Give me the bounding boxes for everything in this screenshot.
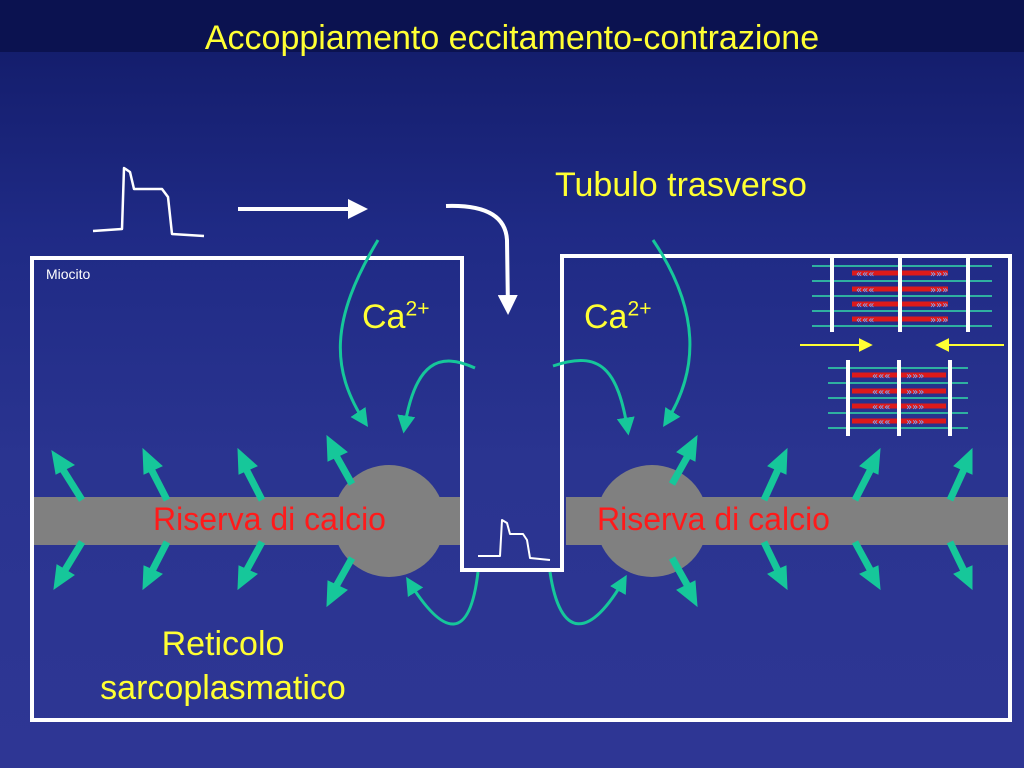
svg-text:«««: ««« bbox=[856, 315, 874, 326]
reticolo-label-line2: sarcoplasmatico bbox=[100, 669, 346, 707]
svg-text:»»»: »»» bbox=[930, 285, 948, 296]
slide-title: Accoppiamento eccitamento-contrazione bbox=[204, 19, 820, 57]
ca-label-right-base: Ca bbox=[584, 298, 628, 336]
ca-arrow-right-down bbox=[651, 239, 692, 428]
ca-arrow-left-down bbox=[338, 239, 380, 427]
ca-label-left-base: Ca bbox=[362, 298, 406, 336]
sarcomere-contracted: ««« ««« ««« ««« »»» »»» »»» »»» bbox=[828, 360, 968, 436]
riserva-label-right: Riserva di calcio bbox=[597, 501, 830, 537]
release-arrows-up bbox=[51, 434, 973, 502]
svg-text:»»»: »»» bbox=[906, 417, 924, 428]
action-potential-icon bbox=[92, 166, 205, 238]
release-arrows-down bbox=[53, 540, 973, 608]
svg-text:«««: ««« bbox=[856, 269, 874, 280]
svg-text:«««: ««« bbox=[872, 402, 890, 413]
tubule-entry-arrow bbox=[445, 203, 518, 315]
svg-text:«««: ««« bbox=[856, 300, 874, 311]
reticolo-label: Reticolo sarcoplasmatico bbox=[80, 622, 366, 710]
svg-text:«««: ««« bbox=[872, 371, 890, 382]
svg-text:»»»: »»» bbox=[906, 402, 924, 413]
svg-text:»»»: »»» bbox=[906, 371, 924, 382]
svg-text:»»»: »»» bbox=[906, 387, 924, 398]
svg-text:«««: ««« bbox=[872, 417, 890, 428]
calcium-store-left bbox=[333, 465, 445, 577]
ca-arrow-bottom-right bbox=[548, 571, 627, 626]
svg-text:«««: ««« bbox=[856, 285, 874, 296]
ca-label-right-charge: 2+ bbox=[627, 297, 652, 321]
svg-text:»»»: »»» bbox=[930, 269, 948, 280]
tubulo-label: Tubulo trasverso bbox=[555, 166, 807, 204]
ca-arrow-right-curve bbox=[552, 359, 635, 436]
svg-text:«««: ««« bbox=[872, 387, 890, 398]
tubule-action-potential-icon bbox=[478, 519, 551, 561]
ca-arrow-left-curve bbox=[397, 359, 476, 434]
sarcomere-relaxed: ««« ««« ««« ««« »»» »»» »»» »»» bbox=[812, 258, 992, 332]
ca-label-left: Ca2+ bbox=[362, 298, 430, 337]
reticolo-label-line1: Reticolo bbox=[161, 625, 285, 663]
ca-label-right: Ca2+ bbox=[584, 298, 652, 337]
miocito-label: Miocito bbox=[46, 266, 91, 282]
svg-text:»»»: »»» bbox=[930, 300, 948, 311]
ca-label-left-charge: 2+ bbox=[405, 297, 430, 321]
ca-arrow-bottom-left bbox=[406, 571, 480, 626]
riserva-label-left: Riserva di calcio bbox=[153, 501, 386, 537]
calcium-store-right bbox=[596, 465, 708, 577]
title-bar bbox=[0, 0, 1024, 52]
svg-text:»»»: »»» bbox=[930, 315, 948, 326]
